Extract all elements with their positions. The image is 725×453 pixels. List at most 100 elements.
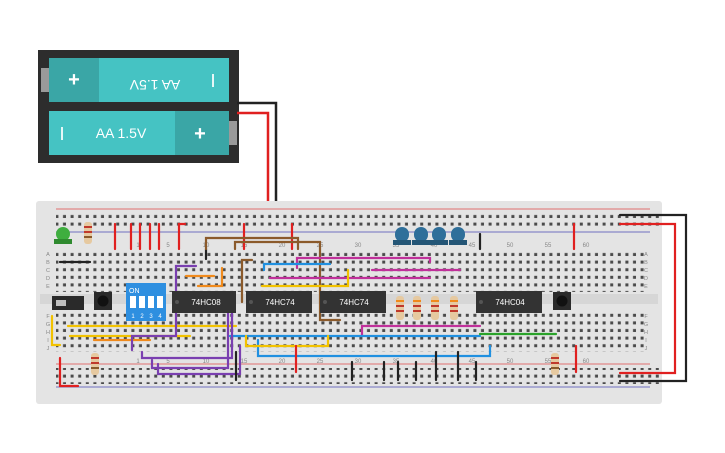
resistor[interactable] <box>84 222 92 244</box>
column-number: 45 <box>469 243 476 249</box>
row-letter: G <box>46 322 50 328</box>
battery-plus-label: + <box>194 123 206 145</box>
wire-blue[interactable] <box>262 262 332 272</box>
column-number: 50 <box>507 243 514 249</box>
row-letter: J <box>47 346 50 352</box>
column-number: 50 <box>507 359 514 365</box>
column-number: 40 <box>431 243 438 249</box>
led-blue[interactable] <box>412 227 430 245</box>
wire-purple[interactable] <box>156 344 242 376</box>
wire-purple[interactable] <box>140 298 234 360</box>
slide-switch[interactable] <box>52 296 84 310</box>
led-blue[interactable] <box>430 227 448 245</box>
wire-brown[interactable] <box>240 258 254 304</box>
battery-plus-label: + <box>68 69 80 91</box>
column-number: 25 <box>317 359 324 365</box>
wire-orange[interactable] <box>196 266 224 288</box>
column-number: 60 <box>583 243 590 249</box>
row-letter: C <box>46 268 50 274</box>
wires[interactable] <box>50 213 688 388</box>
battery-lead-black[interactable] <box>237 101 278 218</box>
battery-minus-label: I <box>59 124 64 144</box>
wire-red-rail-loop[interactable] <box>618 222 677 375</box>
row-letter: G <box>644 322 648 328</box>
column-number: 15 <box>241 359 248 365</box>
row-letter: A <box>644 252 648 258</box>
column-number: 1 <box>136 243 140 249</box>
row-letter: E <box>644 284 648 290</box>
column-number: 30 <box>355 243 362 249</box>
wire-magenta[interactable] <box>360 324 482 338</box>
dip-on-label: ON <box>129 288 140 295</box>
column-number: 45 <box>469 359 476 365</box>
column-number: 40 <box>431 359 438 365</box>
column-number: 10 <box>203 359 210 365</box>
dip-position-label: 1 <box>131 314 135 320</box>
power-rail-bottom[interactable] <box>56 368 662 384</box>
dip-switch-toggles[interactable] <box>130 296 163 308</box>
led-blue[interactable] <box>449 227 467 245</box>
battery-minus-label: I <box>210 71 215 91</box>
pushbutton-right[interactable] <box>553 292 571 310</box>
wire-blue[interactable] <box>256 338 492 358</box>
row-letter: B <box>46 260 50 266</box>
row-letter: A <box>46 252 50 258</box>
dip-switch[interactable]: ON 1 2 3 4 <box>126 283 166 321</box>
resistor[interactable] <box>396 296 404 320</box>
column-number: 35 <box>393 359 400 365</box>
wire-brown[interactable] <box>204 236 300 251</box>
row-letter: E <box>46 284 50 290</box>
column-number: 1 <box>136 359 140 365</box>
resistor[interactable] <box>431 296 439 320</box>
led-blue-row[interactable] <box>393 227 467 245</box>
resistor[interactable] <box>551 353 559 375</box>
pushbutton-left[interactable] <box>94 292 112 310</box>
battery-cell-bottom[interactable]: I AA 1.5V + <box>49 111 237 155</box>
chip-label: 74HC08 <box>191 298 221 307</box>
chip-label: 74HC74 <box>339 298 369 307</box>
wire-purple[interactable] <box>130 264 198 352</box>
chip-74hc04[interactable]: 74HC04 <box>476 291 542 313</box>
chip-label: 74HC04 <box>495 298 525 307</box>
dip-position-label: 4 <box>158 314 162 320</box>
column-number: 55 <box>545 243 552 249</box>
resistor[interactable] <box>91 353 99 375</box>
row-letter: I <box>47 338 49 344</box>
column-number: 30 <box>355 359 362 365</box>
chip-74hc08[interactable]: 74HC08 <box>172 291 236 313</box>
led-green[interactable] <box>54 227 72 244</box>
row-letter: H <box>46 330 50 336</box>
row-letter: J <box>645 346 648 352</box>
wire-brown[interactable] <box>233 240 342 322</box>
row-letter: C <box>644 268 648 274</box>
row-letter: B <box>644 260 648 266</box>
dip-position-label: 2 <box>140 314 144 320</box>
row-letter: I <box>645 338 647 344</box>
resistor[interactable] <box>413 296 421 320</box>
battery-lead-red[interactable] <box>237 111 270 225</box>
led-blue[interactable] <box>393 227 411 245</box>
chip-74hc74-b[interactable]: 74HC74 <box>320 291 386 313</box>
dip-position-label: 3 <box>149 314 153 320</box>
wire-red[interactable] <box>177 222 187 251</box>
row-letter: F <box>644 314 648 320</box>
row-letter: H <box>644 330 648 336</box>
battery-cell-top[interactable]: + I AA 1.5V <box>41 58 229 102</box>
battery-pack[interactable]: + I AA 1.5V I AA 1.5V + <box>38 50 278 225</box>
battery-cell-label: AA 1.5V <box>129 77 180 93</box>
wire-yellow[interactable] <box>244 334 330 348</box>
wire-yellow[interactable] <box>50 314 62 347</box>
resistor[interactable] <box>450 296 458 320</box>
wire-yellow[interactable] <box>260 268 350 288</box>
column-number: 55 <box>545 359 552 365</box>
wire-black-rail-loop[interactable] <box>618 213 688 383</box>
row-letter: D <box>46 276 50 282</box>
power-rail-top[interactable] <box>56 212 662 228</box>
wire-red[interactable] <box>58 356 80 388</box>
column-number: 60 <box>583 359 590 365</box>
column-number: 35 <box>393 243 400 249</box>
wire-purple[interactable] <box>150 310 230 370</box>
chip-74hc74-a[interactable]: 74HC74 <box>246 291 312 313</box>
